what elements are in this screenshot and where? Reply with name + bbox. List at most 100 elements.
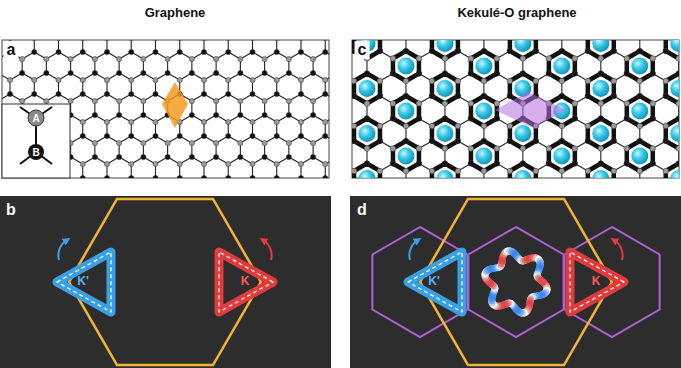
atom: [468, 56, 474, 62]
adatom: [631, 103, 648, 120]
adatom: [436, 170, 453, 178]
atom: [262, 56, 267, 61]
atom: [323, 119, 328, 124]
atom: [129, 133, 134, 138]
atom: [442, 56, 448, 62]
atom: [286, 112, 291, 117]
atom: [429, 123, 435, 129]
atom: [377, 78, 383, 84]
atom: [403, 168, 409, 174]
atom: [201, 40, 206, 41]
atom: [468, 101, 474, 107]
atom: [416, 71, 422, 77]
atom: [311, 154, 316, 159]
rotation-arrow: [58, 240, 67, 260]
atom: [559, 123, 565, 129]
atom: [533, 168, 539, 174]
atom: [298, 133, 303, 138]
adatom: [397, 148, 414, 165]
atom: [189, 56, 194, 61]
atom: [274, 49, 279, 54]
adatom: [397, 58, 414, 75]
rotation-arrow: [614, 240, 623, 260]
brillouin-zones: [57, 199, 660, 365]
atom: [214, 112, 219, 117]
atom: [364, 146, 370, 152]
site-label: B: [32, 147, 39, 158]
valley-label: K': [428, 275, 440, 288]
atom: [559, 78, 565, 84]
valley-label: K: [241, 275, 250, 288]
atom: [624, 71, 630, 77]
atom: [56, 40, 61, 41]
atom-a: [28, 110, 44, 126]
atom: [323, 91, 328, 96]
adatom: [670, 40, 679, 52]
valley-orbit: [570, 252, 624, 312]
atom: [68, 70, 73, 75]
valley-orbit: [57, 252, 111, 312]
atom: [364, 101, 370, 107]
atom: [7, 91, 12, 96]
atom: [226, 175, 231, 178]
adatom: [631, 148, 648, 165]
valley-orbit-dash: [57, 252, 111, 312]
atom: [286, 98, 291, 103]
atom: [177, 175, 182, 178]
atom: [352, 123, 357, 129]
atom: [250, 119, 255, 124]
atom: [352, 168, 357, 174]
atom: [468, 71, 474, 77]
atom: [546, 71, 552, 77]
atom: [403, 138, 409, 144]
atom: [416, 116, 422, 122]
atom: [598, 146, 604, 152]
atom: [129, 91, 134, 96]
valley-orbit-dash: [408, 252, 462, 312]
atom: [250, 161, 255, 166]
atom: [637, 93, 643, 99]
atom: [189, 112, 194, 117]
atom: [92, 70, 97, 75]
atom: [250, 40, 255, 41]
atom: [403, 78, 409, 84]
panel-letter: d: [357, 201, 367, 219]
valley-orbit: [408, 252, 462, 312]
atom: [201, 77, 206, 82]
atom: [201, 161, 206, 166]
atom: [68, 56, 73, 61]
atom: [598, 116, 604, 122]
atom: [572, 161, 578, 167]
atom: [637, 138, 643, 144]
atom: [611, 123, 617, 129]
valley-orbit-dash: [219, 252, 273, 312]
atom: [153, 77, 158, 82]
atom: [214, 140, 219, 145]
adatom: [475, 148, 492, 165]
atom: [650, 56, 656, 62]
adatom: [514, 125, 531, 142]
brillouin-zone: [420, 199, 612, 365]
atom: [141, 112, 146, 117]
atom: [262, 154, 267, 159]
panel-letter: c: [355, 41, 370, 59]
unit-cell: [162, 82, 188, 128]
atom: [637, 48, 643, 54]
atom: [611, 93, 617, 99]
atom: [104, 175, 109, 178]
atom: [153, 91, 158, 96]
atom: [250, 49, 255, 54]
atom: [226, 91, 231, 96]
atom: [507, 168, 513, 174]
atom: [624, 116, 630, 122]
site-label: A: [32, 113, 39, 124]
atom: [311, 56, 316, 61]
atom: [80, 133, 85, 138]
panel-letter: b: [6, 201, 16, 219]
atom: [559, 138, 565, 144]
atom: [117, 98, 122, 103]
atom: [250, 91, 255, 96]
atom: [104, 119, 109, 124]
atom: [153, 175, 158, 178]
atom: [153, 133, 158, 138]
